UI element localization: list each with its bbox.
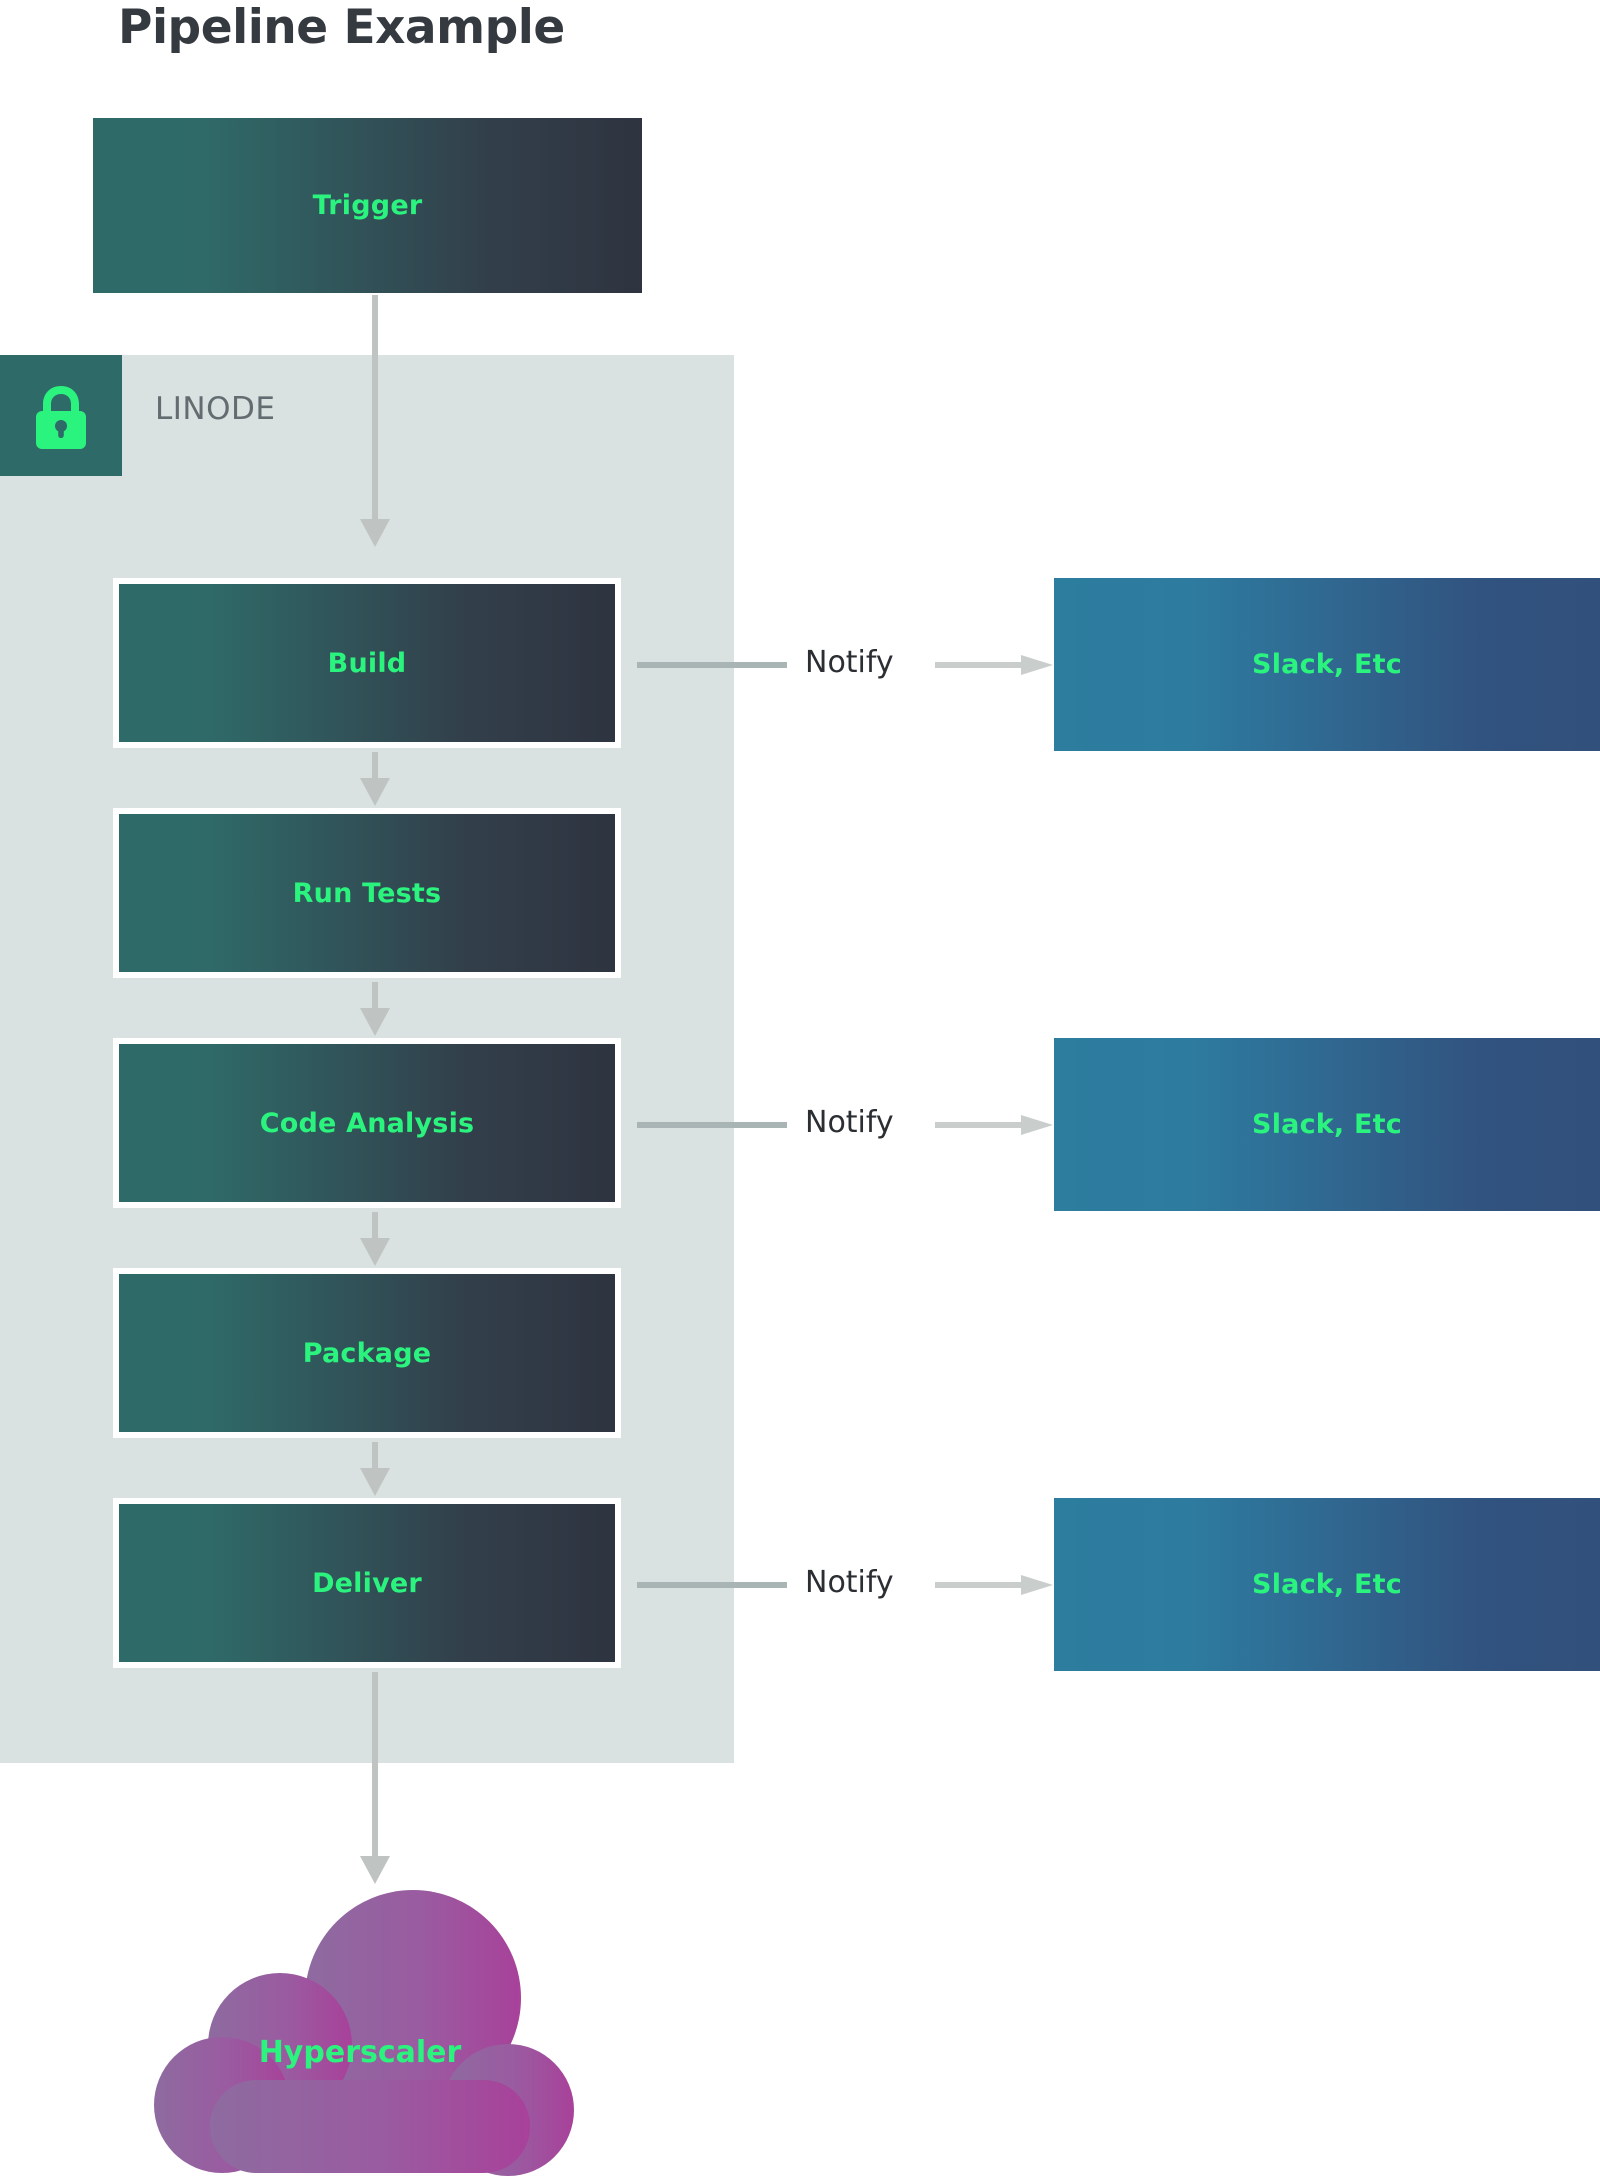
flow-arrow-trigger-to-build — [351, 295, 399, 547]
node-stage[interactable]: Deliver — [113, 1498, 621, 1668]
flow-arrow-code-analysis-to-package — [351, 1212, 399, 1266]
notify-arrow-icon — [935, 653, 1053, 677]
linode-zone-label: LINODE — [155, 391, 276, 427]
node-stage-body: Code Analysis — [119, 1044, 615, 1202]
notify-connector-line — [637, 662, 787, 668]
node-stage[interactable]: Build — [113, 578, 621, 748]
node-notify-target-label: Slack, Etc — [1252, 649, 1402, 680]
page-title: Pipeline Example — [118, 0, 565, 55]
node-stage-body: Deliver — [119, 1504, 615, 1662]
node-stage-body: Run Tests — [119, 814, 615, 972]
notify-arrow-icon — [935, 1573, 1053, 1597]
node-hyperscaler[interactable] — [130, 1880, 590, 2177]
notify-label: Notify — [805, 645, 894, 680]
node-trigger[interactable]: Trigger — [93, 118, 642, 293]
node-notify-target[interactable]: Slack, Etc — [1054, 1498, 1600, 1671]
flow-arrow-deliver-to-hyperscaler — [351, 1672, 399, 1884]
node-stage[interactable]: Run Tests — [113, 808, 621, 978]
node-notify-target-label: Slack, Etc — [1252, 1569, 1402, 1600]
node-notify-target-label: Slack, Etc — [1252, 1109, 1402, 1140]
notify-label: Notify — [805, 1565, 894, 1600]
node-notify-target[interactable]: Slack, Etc — [1054, 1038, 1600, 1211]
node-stage[interactable]: Package — [113, 1268, 621, 1438]
notify-label: Notify — [805, 1105, 894, 1140]
node-stage-label: Deliver — [312, 1567, 422, 1599]
flow-arrow-run-tests-to-code-analysis — [351, 982, 399, 1036]
node-stage-label: Package — [302, 1337, 432, 1369]
node-stage-label: Run Tests — [292, 877, 442, 909]
node-stage-label: Code Analysis — [259, 1107, 475, 1139]
node-stage[interactable]: Code Analysis — [113, 1038, 621, 1208]
flow-arrow-build-to-run-tests — [351, 752, 399, 806]
node-stage-label: Build — [327, 647, 407, 679]
notify-connector-line — [637, 1582, 787, 1588]
node-notify-target[interactable]: Slack, Etc — [1054, 578, 1600, 751]
lock-icon — [0, 355, 122, 476]
notify-arrow-icon — [935, 1113, 1053, 1137]
flow-arrow-package-to-deliver — [351, 1442, 399, 1496]
node-stage-body: Package — [119, 1274, 615, 1432]
notify-connector-line — [637, 1122, 787, 1128]
node-trigger-label: Trigger — [312, 190, 423, 221]
node-stage-body: Build — [119, 584, 615, 742]
